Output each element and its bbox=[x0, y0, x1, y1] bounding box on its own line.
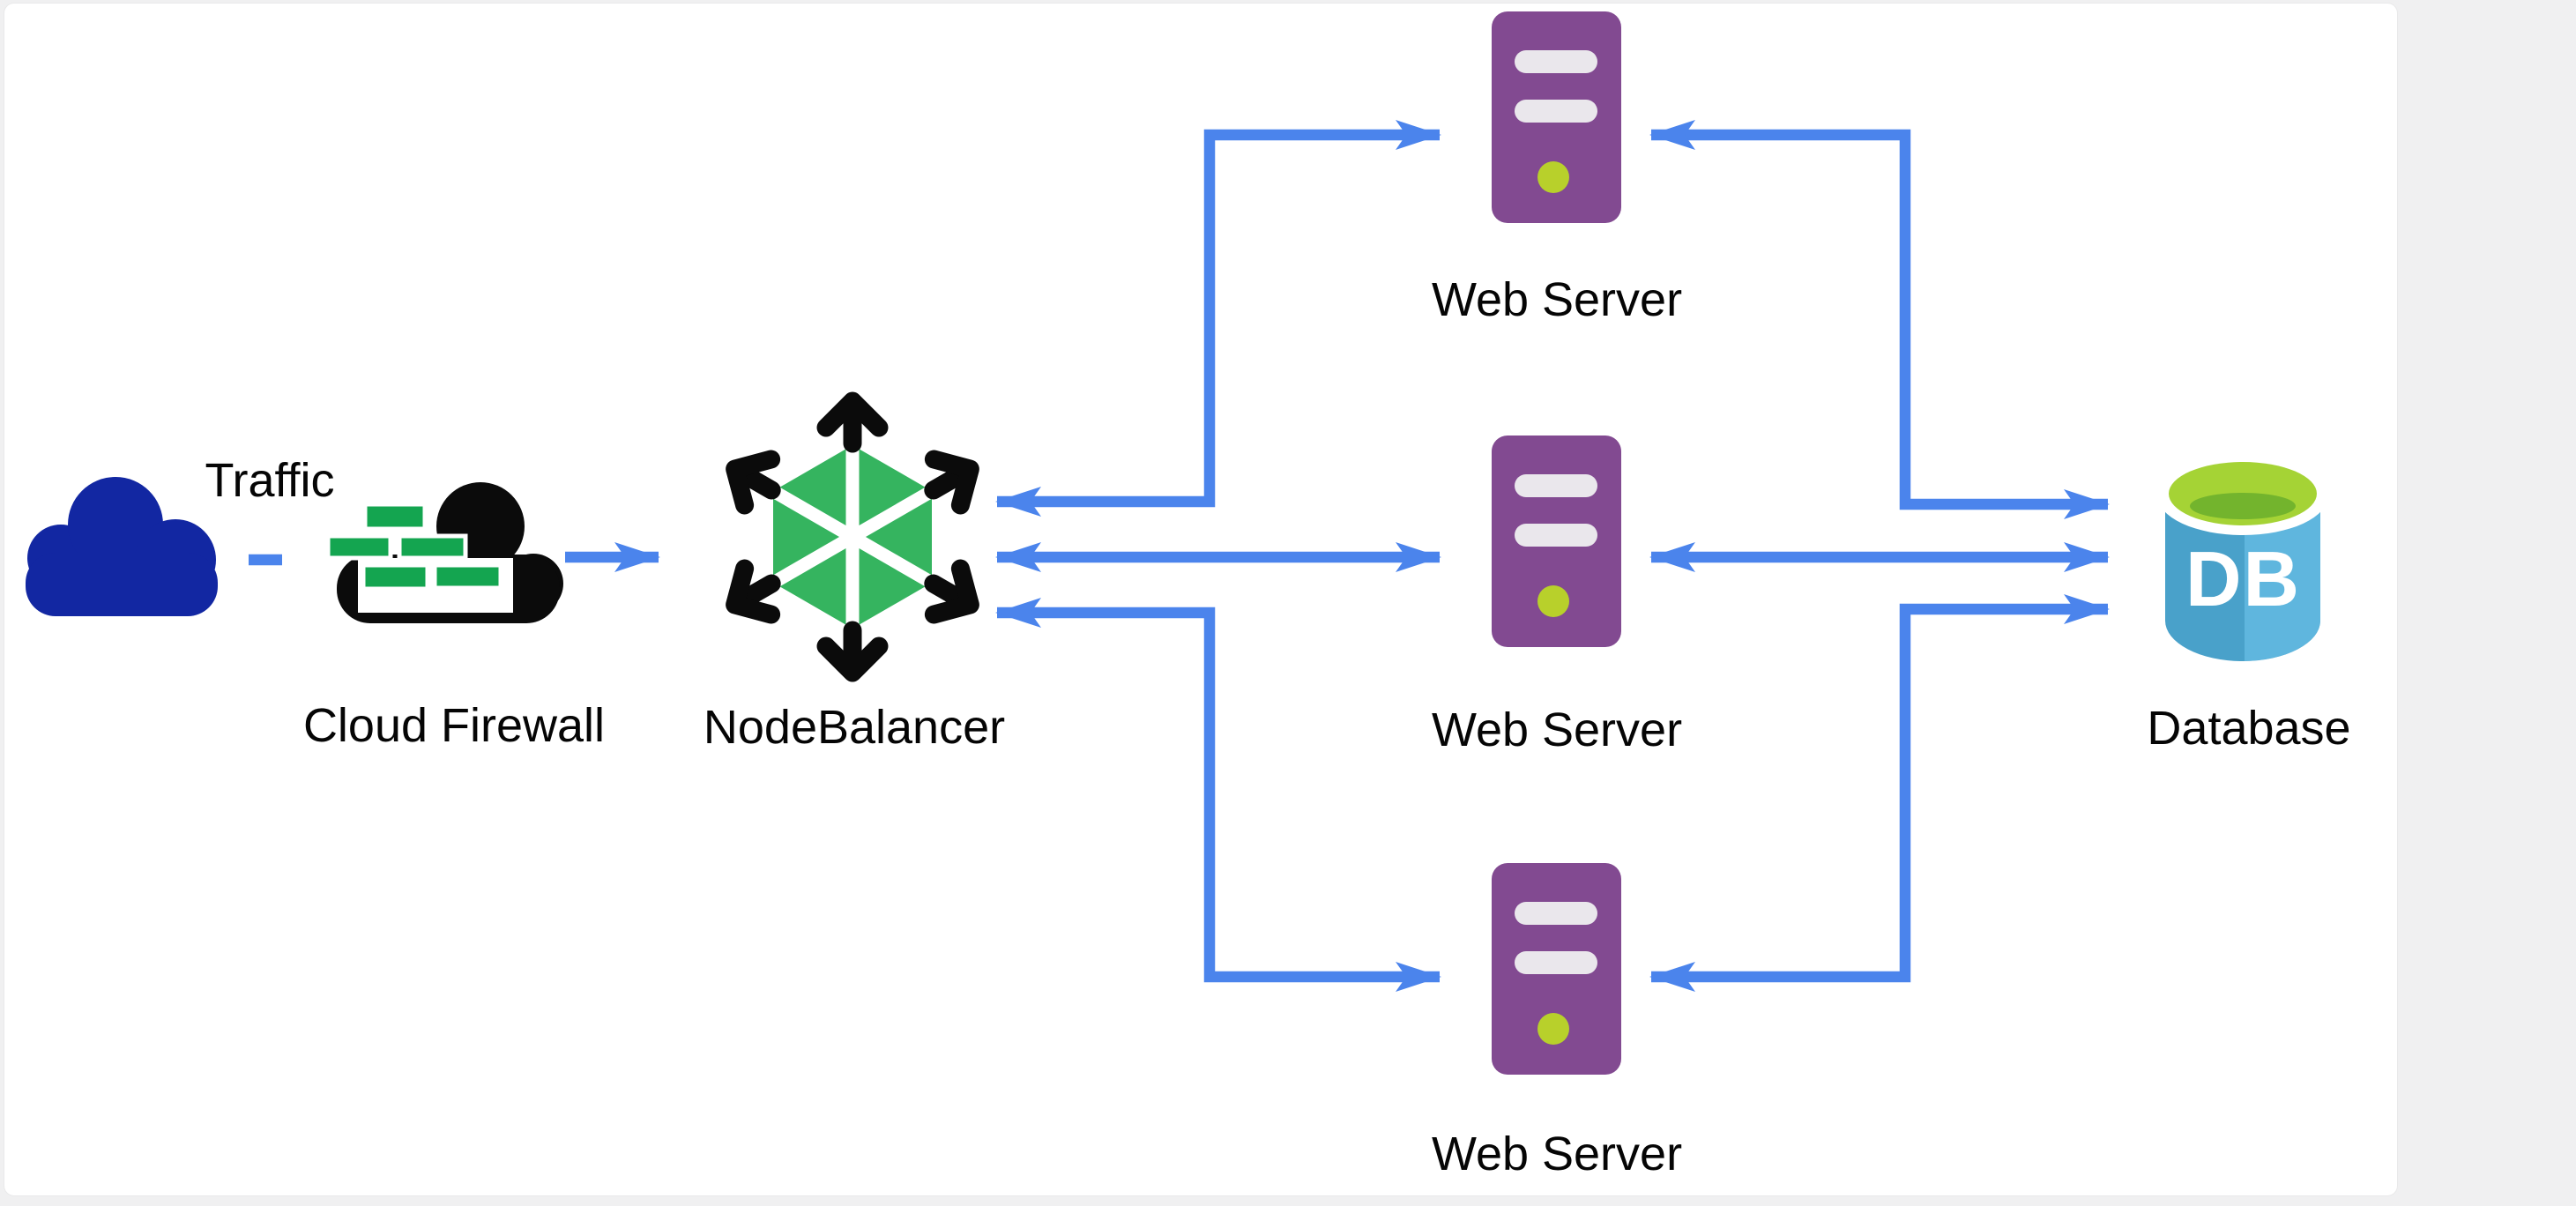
database-label: Database bbox=[2147, 702, 2351, 755]
traffic-cloud-icon bbox=[17, 468, 228, 618]
connectors-layer bbox=[249, 120, 2110, 992]
connection-nodebalancer-webserver-top bbox=[995, 120, 1441, 517]
cloud-firewall-label: Cloud Firewall bbox=[302, 699, 606, 752]
traffic-label: Traffic bbox=[205, 454, 335, 507]
web-server-top-label: Web Server bbox=[1431, 273, 1683, 326]
connection-webserver-top-database bbox=[1649, 120, 2110, 519]
connection-webserver-bottom-database bbox=[1649, 594, 2110, 992]
nodebalancer-icon bbox=[710, 389, 995, 685]
nodebalancer-label: NodeBalancer bbox=[703, 701, 1006, 754]
web-server-middle-label: Web Server bbox=[1431, 704, 1683, 756]
web-server-bottom-label: Web Server bbox=[1431, 1128, 1683, 1180]
web-server-top-icon bbox=[1492, 11, 1621, 223]
db-badge: DB bbox=[2185, 535, 2302, 622]
database-icon: DB bbox=[2156, 451, 2330, 674]
web-server-middle-icon bbox=[1492, 436, 1621, 647]
cloud-firewall-icon bbox=[326, 466, 564, 629]
diagram-canvas: Traffic Cloud Firewall bbox=[4, 3, 2398, 1196]
web-server-bottom-icon bbox=[1492, 863, 1621, 1075]
connection-nodebalancer-webserver-bottom bbox=[995, 598, 1441, 992]
